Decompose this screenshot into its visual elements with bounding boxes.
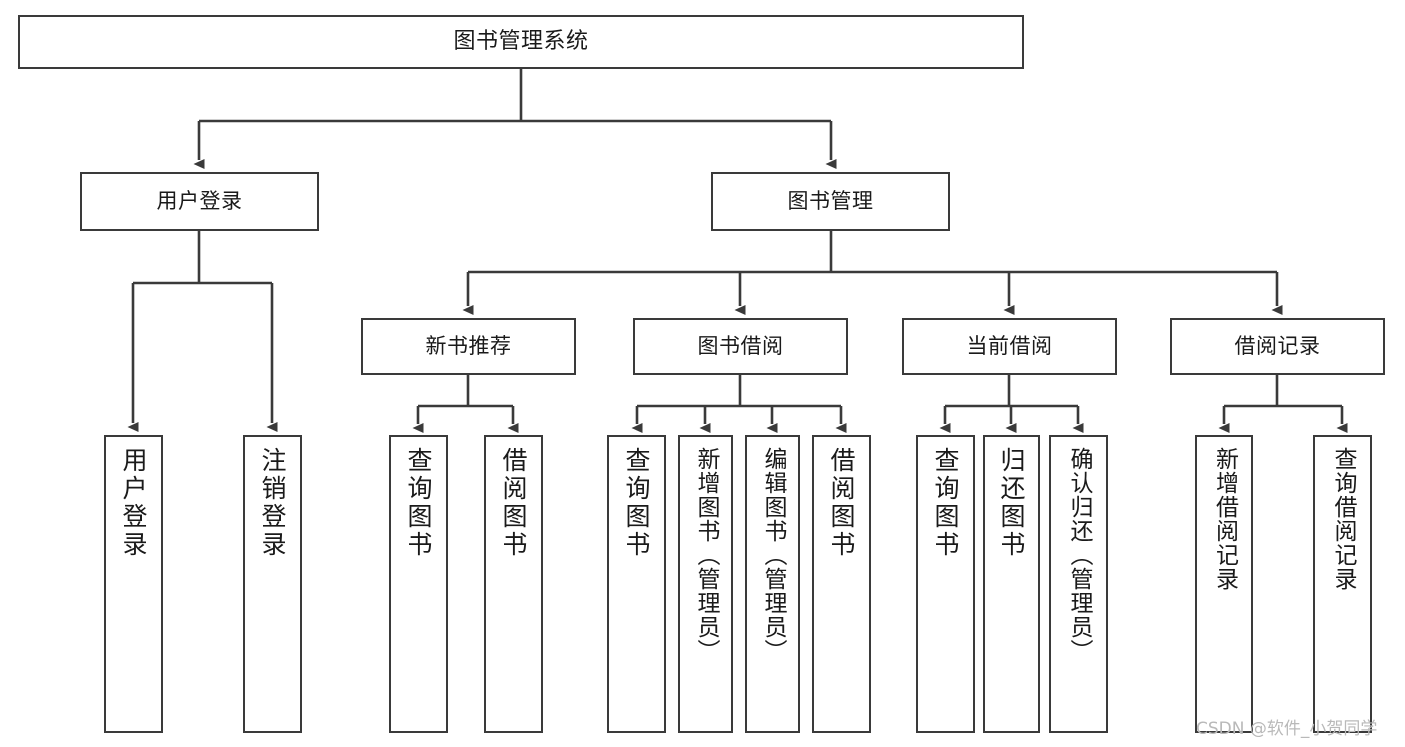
leaf-current-return-book-label: 归还图书 [997,447,1026,559]
node-book-borrow-label: 图书借阅 [697,334,784,359]
leaf-record-query-record-label: 查询借阅记录 [1330,447,1356,591]
leaf-current-confirm-return-admin-label: 确认归还（管理员） [1066,447,1092,663]
node-book-management-label: 图书管理 [787,189,874,214]
node-root-system-label: 图书管理系统 [453,29,589,55]
leaf-recommend-borrow-book[interactable]: 借阅图书 [484,435,543,733]
leaf-borrow-add-book-admin-label: 新增图书（管理员） [693,447,719,663]
node-user-login-label: 用户登录 [156,189,243,214]
leaf-recommend-borrow-book-label: 借阅图书 [499,447,528,559]
leaf-record-add-record[interactable]: 新增借阅记录 [1195,435,1253,733]
leaf-current-query-book-label: 查询图书 [931,447,960,559]
node-borrow-record-label: 借阅记录 [1234,334,1321,359]
node-user-login[interactable]: 用户登录 [80,172,319,231]
node-book-borrow[interactable]: 图书借阅 [633,318,848,375]
leaf-record-query-record[interactable]: 查询借阅记录 [1313,435,1372,733]
leaf-recommend-query-book[interactable]: 查询图书 [389,435,448,733]
leaf-current-confirm-return-admin[interactable]: 确认归还（管理员） [1049,435,1108,733]
leaf-current-return-book[interactable]: 归还图书 [983,435,1040,733]
leaf-user-login-signout[interactable]: 注销登录 [243,435,302,733]
leaf-borrow-query-book-label: 查询图书 [622,447,651,559]
leaf-borrow-edit-book-admin[interactable]: 编辑图书（管理员） [745,435,800,733]
csdn-watermark: CSDN @软件_小贺同学 [1196,719,1378,739]
node-root-system[interactable]: 图书管理系统 [18,15,1024,69]
leaf-borrow-query-book[interactable]: 查询图书 [607,435,666,733]
leaf-borrow-edit-book-admin-label: 编辑图书（管理员） [760,447,786,663]
node-current-borrow[interactable]: 当前借阅 [902,318,1117,375]
leaf-user-login-signin[interactable]: 用户登录 [104,435,163,733]
leaf-user-login-signout-label: 注销登录 [258,447,287,559]
leaf-borrow-borrow-book[interactable]: 借阅图书 [812,435,871,733]
leaf-user-login-signin-label: 用户登录 [119,447,148,559]
node-new-book-recommend[interactable]: 新书推荐 [361,318,576,375]
node-new-book-recommend-label: 新书推荐 [425,334,512,359]
leaf-borrow-borrow-book-label: 借阅图书 [827,447,856,559]
leaf-recommend-query-book-label: 查询图书 [404,447,433,559]
leaf-record-add-record-label: 新增借阅记录 [1211,447,1238,591]
leaf-current-query-book[interactable]: 查询图书 [916,435,975,733]
node-borrow-record[interactable]: 借阅记录 [1170,318,1385,375]
node-current-borrow-label: 当前借阅 [966,334,1053,359]
leaf-borrow-add-book-admin[interactable]: 新增图书（管理员） [678,435,733,733]
node-book-management[interactable]: 图书管理 [711,172,950,231]
